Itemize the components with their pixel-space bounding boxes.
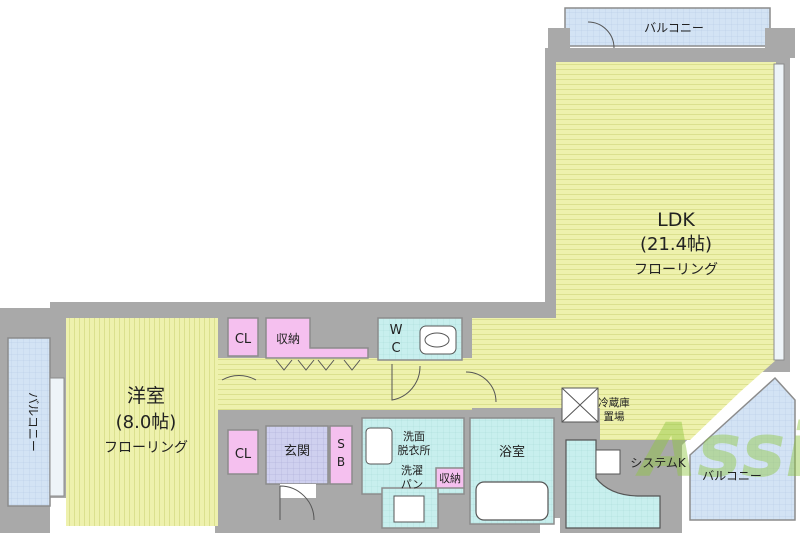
shoe-box-b: B [337,455,345,469]
laundry-line2: パン [401,478,424,491]
door-balcony [587,21,615,49]
door-western [221,374,257,381]
wc-bowl [424,332,450,348]
door-wc [391,364,421,401]
washroom-line2: 脱衣所 [398,443,431,457]
western-room-floor [66,318,218,526]
bathtub [475,481,549,521]
fridge-line2: 置場 [604,410,625,423]
storage-top [265,317,369,359]
closet-bottom [227,429,259,475]
kitchen-label: システムK [630,456,687,470]
balcony-top [564,7,771,47]
entry-door-swing [279,485,315,521]
western-size: (8.0帖) [116,412,177,433]
laundry-line1: 洗濯 [401,464,423,477]
door-ldk [465,371,497,403]
logo-text: Assist [635,408,800,494]
stove [595,449,621,475]
storage-small [435,467,465,489]
fridge-cross [561,387,599,423]
ldk-window [773,63,785,361]
balcony-top-label: バルコニー [644,21,704,35]
western-name: 洋室 [127,385,165,407]
fridge-line1: 冷蔵庫 [598,396,630,409]
wc-w: W [390,323,403,338]
balcony-right [689,376,796,521]
vanity-sink [365,427,393,465]
western-floor-type: フローリング [104,440,188,456]
balcony-left [7,337,51,507]
closet-bottom-label: CL [235,447,252,462]
hall-floor [214,358,472,410]
balcony-top-pillar-r [765,28,795,58]
shoe-box-s: S [337,437,345,451]
washroom-line1: 洗面 [403,430,425,443]
ldk-name: LDK [657,209,695,231]
storage-small-label: 収納 [439,472,461,485]
wc-c: C [391,341,400,356]
storage-door-marks [275,359,361,371]
shoe-box [329,425,353,485]
storage-top-label: 収納 [276,332,300,346]
balcony-top-pillar-l [548,28,570,58]
ldk-floor-type: フローリング [634,262,718,278]
balcony-left-label: バルコニー [26,392,40,452]
closet-top-label: CL [235,332,252,347]
laundry-pan [393,495,425,523]
balcony-right-label: バルコニー [702,469,762,483]
ldk-size: (21.4帖) [640,234,712,255]
entrance-label: 玄関 [284,444,310,459]
ldk-floor [472,62,776,440]
closet-top [227,317,259,357]
bath-label: 浴室 [499,444,525,460]
kitchen-counter [565,439,661,529]
entrance-floor [265,425,329,485]
western-window [49,377,65,497]
